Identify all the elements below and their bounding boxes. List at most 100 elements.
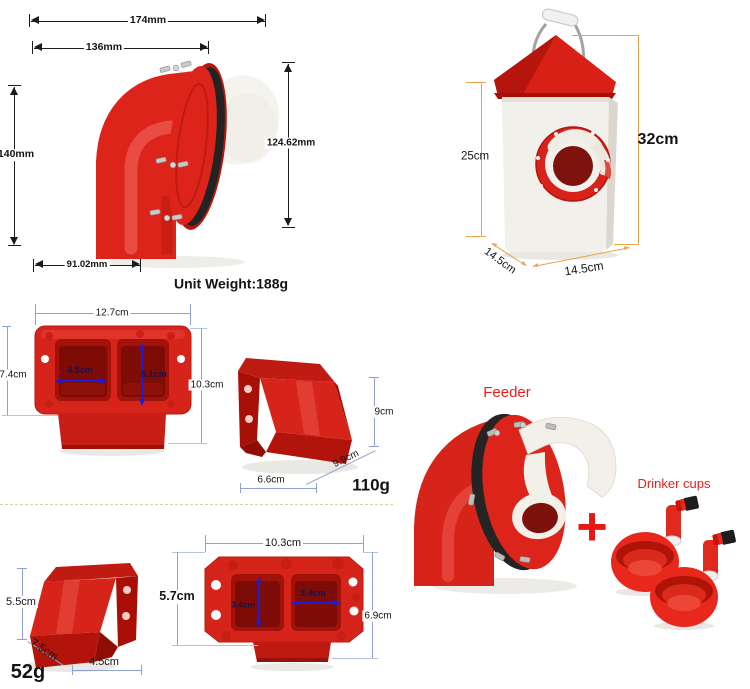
dim-extension xyxy=(172,644,258,646)
arrowhead xyxy=(284,218,292,226)
weight-label: 52g xyxy=(10,661,46,683)
arrowhead xyxy=(257,16,265,24)
dim-line xyxy=(637,35,639,245)
dim-tick xyxy=(140,259,141,272)
dim-line xyxy=(371,552,373,658)
mount-hole xyxy=(41,355,49,363)
dim-line xyxy=(480,82,482,237)
dim-tick xyxy=(33,259,34,272)
combo-feeder-bolts xyxy=(468,421,557,563)
arrowhead xyxy=(291,599,298,606)
small-bracket-3d-photo xyxy=(24,563,138,672)
dim-arrow xyxy=(62,380,100,382)
big-bracket-3d-photo xyxy=(238,358,358,474)
dim-tick xyxy=(362,535,364,552)
arrowhead xyxy=(100,377,107,384)
dim-extension xyxy=(2,414,58,416)
dim-tick xyxy=(282,227,295,228)
dim-label-side-height: 5.5cm xyxy=(4,595,38,609)
mount-hole xyxy=(211,580,221,590)
mount-hole xyxy=(123,586,131,594)
dim-tick xyxy=(369,446,379,447)
dim-tick xyxy=(466,236,486,237)
dim-arrow xyxy=(258,584,260,622)
dim-tick xyxy=(17,639,27,640)
feeder-label: Feeder xyxy=(483,383,531,401)
dim-line xyxy=(240,487,317,489)
arrowhead xyxy=(255,621,262,628)
dim-tick xyxy=(35,304,36,325)
dim-arrow xyxy=(298,602,335,604)
dim-label-total-height: 10.3cm xyxy=(188,379,226,391)
dim-label-flange-width: 136mm xyxy=(83,41,125,54)
dim-label-total-height: 32cm xyxy=(637,131,679,149)
section-divider xyxy=(0,504,393,505)
unit-weight-label: Unit Weight:188g xyxy=(173,275,289,292)
arrowhead xyxy=(35,260,43,268)
mount-hole xyxy=(245,415,253,423)
mount-hole xyxy=(211,610,221,620)
arrowhead xyxy=(138,343,145,350)
dim-tick xyxy=(265,14,266,27)
elbow-photo xyxy=(96,60,280,268)
small-bracket-front-photo xyxy=(204,556,364,671)
arrowhead xyxy=(200,43,208,51)
dim-tick xyxy=(8,85,21,86)
dim-tick xyxy=(141,665,142,675)
arrowhead xyxy=(31,16,39,24)
mount-hole xyxy=(348,577,358,587)
dim-label-pocket-width: 3.4cm xyxy=(300,588,326,599)
dim-tick xyxy=(208,41,209,54)
mount-hole xyxy=(177,355,185,363)
dim-tick xyxy=(29,14,30,27)
dim-label-plate-height: 7.4cm xyxy=(0,369,29,381)
dim-label-side-width: 4.5cm xyxy=(89,655,119,668)
dim-label-body-height: 25cm xyxy=(460,150,490,163)
dim-extension xyxy=(362,551,378,553)
nipple-valve xyxy=(683,495,699,511)
arrowhead xyxy=(55,377,62,384)
big-bracket-front-photo xyxy=(34,325,192,456)
plus-sign: + xyxy=(576,496,608,557)
elbow-flange xyxy=(167,63,227,230)
arrowhead xyxy=(255,577,262,584)
arrowhead xyxy=(138,399,145,406)
dim-label-height: 140mm xyxy=(0,149,37,161)
dim-label-side-width: 6.6cm xyxy=(257,474,285,486)
dim-tick xyxy=(614,244,638,245)
drinker-cups-photo xyxy=(611,495,736,630)
dim-label-width: 10.3cm xyxy=(262,536,304,550)
dim-tick xyxy=(282,62,295,63)
dim-label-pocket-height: 3.4cm xyxy=(230,599,256,610)
dim-label-side-height: 9cm xyxy=(372,406,396,418)
weight-label: 110g xyxy=(352,475,390,495)
dim-extension xyxy=(172,551,205,553)
hopper-handle-grip xyxy=(541,8,579,27)
dim-label-total-width: 174mm xyxy=(127,14,169,27)
dim-label-outlet-height: 124.62mm xyxy=(264,137,318,149)
dim-extension xyxy=(168,442,207,444)
arrowhead xyxy=(334,599,341,606)
dim-tick xyxy=(466,82,486,83)
nipple-valve xyxy=(720,529,736,545)
combo-feeder-chute xyxy=(518,416,617,498)
arrowhead xyxy=(132,260,140,268)
dim-label-bottom-width: 91.02mm xyxy=(64,258,110,271)
drinker-cup xyxy=(650,529,736,627)
dim-tick xyxy=(190,304,191,325)
arrowhead xyxy=(34,43,42,51)
hopper-port xyxy=(535,126,612,202)
elbow-bolts xyxy=(149,60,192,222)
dim-line xyxy=(14,87,15,244)
small-bracket-stem xyxy=(253,642,331,662)
mount-hole xyxy=(122,612,130,620)
dim-label-pocket-height: 5.1cm xyxy=(141,369,167,380)
combo-feeder-photo xyxy=(414,413,617,594)
dim-extension xyxy=(332,657,378,659)
mount-hole xyxy=(244,385,252,393)
hopper-photo xyxy=(494,8,618,260)
big-bracket-stem xyxy=(58,414,166,449)
drinker-cups-label: Drinker cups xyxy=(637,475,711,491)
